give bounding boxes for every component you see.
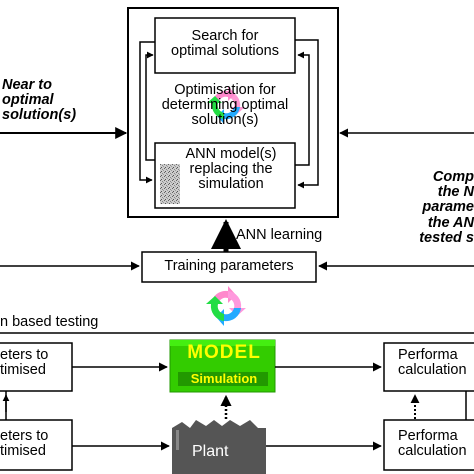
loop-arrow-right-down (295, 39, 319, 189)
row2-left-box (0, 419, 73, 471)
row1-left-box (0, 342, 73, 392)
plant-label: Plant (192, 443, 229, 460)
row2-right-box (383, 419, 474, 471)
plant-graphic (172, 420, 266, 474)
cycle-icon-middle (206, 286, 246, 326)
training-parameters-box (141, 251, 317, 283)
cycle-icon-top (207, 86, 245, 124)
model-graphic-highlight (170, 340, 275, 346)
simulation-label: Simulation (190, 371, 258, 386)
search-box (154, 17, 296, 74)
ann-network-image (160, 164, 180, 204)
model-label: MODEL (187, 342, 261, 363)
based-testing-label: n based testing (0, 314, 99, 330)
loop-arrow-left-up (145, 51, 155, 161)
plant-window (176, 430, 179, 450)
training-parameters-label: Training parameters (164, 258, 294, 274)
row1-right-box (383, 342, 474, 392)
optimisation-container (127, 7, 339, 218)
model-graphic-band (178, 372, 268, 386)
ann-learning-label: ANN learning (236, 227, 323, 243)
loop-arrow-left-down (139, 41, 155, 184)
loop-arrow-right-up (295, 51, 310, 166)
